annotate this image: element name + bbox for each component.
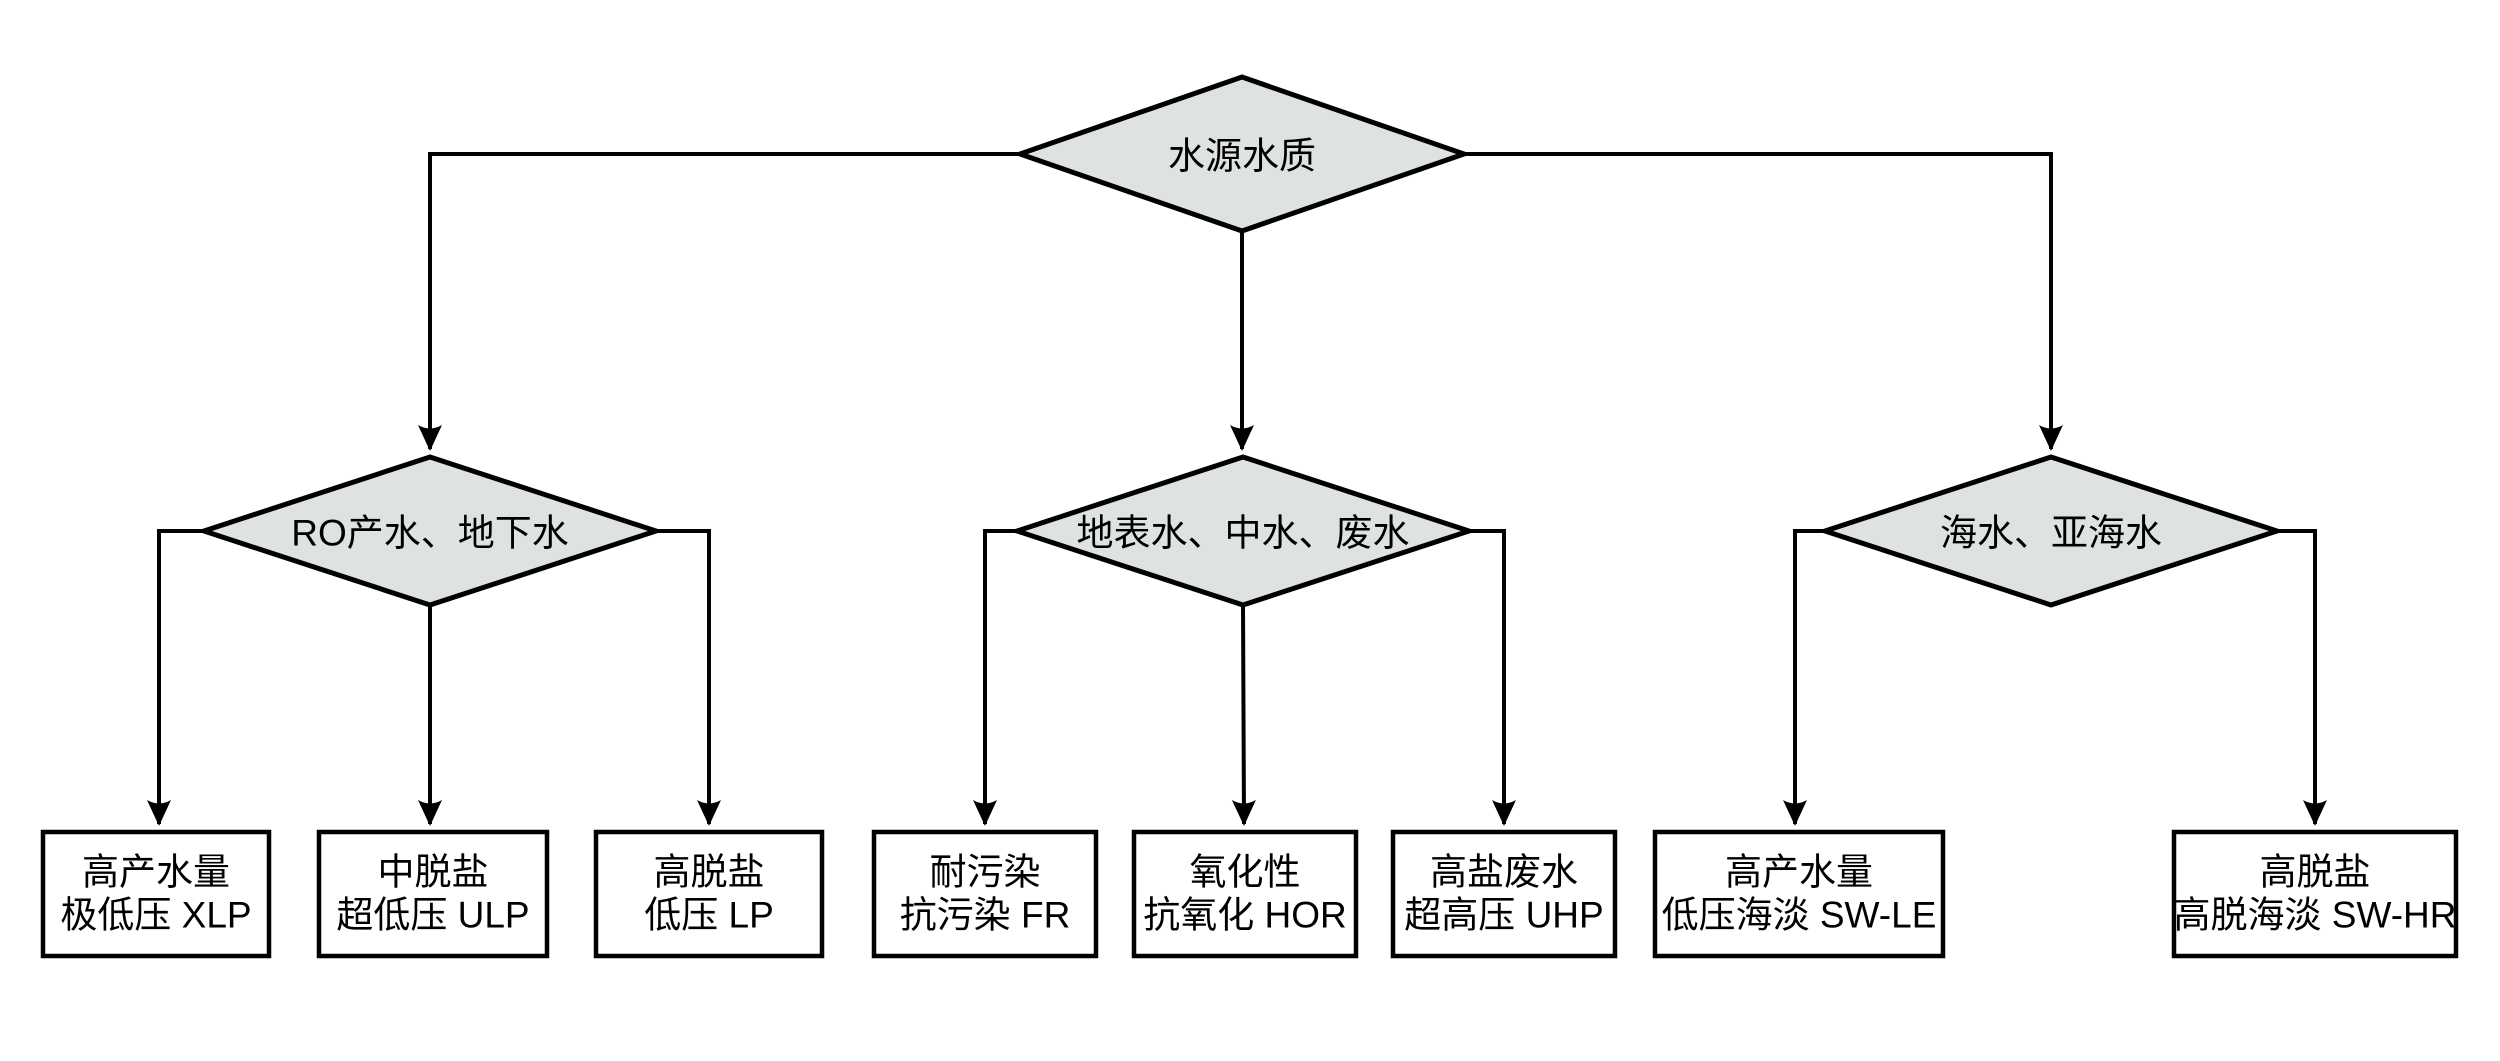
result-box-hor-line1: 氧化性 xyxy=(1190,852,1301,893)
result-box-lp-line2: 低压 LP xyxy=(644,895,774,936)
connector-surface-to-uhp xyxy=(1469,529,1516,826)
result-box-xlp-line2: 极低压 XLP xyxy=(60,895,251,936)
result-box-ulp-line1: 中脱盐 xyxy=(378,852,489,893)
decision-seawater-shape xyxy=(1816,454,2286,608)
result-box-sw-hr: 高脱盐 高脱海淡 SW-HR xyxy=(2171,829,2459,959)
connector-ro-to-xlp xyxy=(147,529,204,826)
result-box-fr-line2: 抗污染 FR xyxy=(900,895,1071,936)
connector-surface-to-hor xyxy=(1231,604,1256,826)
result-box-ulp: 中脱盐 超低压 ULP xyxy=(316,829,550,959)
connector-surface-to-fr xyxy=(973,529,1017,826)
result-box-sw-le: 高产水量 低压海淡 SW-LE xyxy=(1652,829,1946,959)
result-box-hor-shape xyxy=(1131,829,1359,959)
connector-sea-to-sw-hr xyxy=(2277,529,2327,826)
result-box-fr: 耐污染 抗污染 FR xyxy=(871,829,1099,959)
result-box-uhp: 高盐废水 超高压 UHP xyxy=(1390,829,1618,959)
result-box-xlp-shape xyxy=(40,829,272,959)
result-box-uhp-shape xyxy=(1390,829,1618,959)
decision-water-source-shape xyxy=(1012,74,1472,234)
result-box-sw-hr-line2: 高脱海淡 SW-HR xyxy=(2174,895,2457,936)
result-box-sw-hr-shape xyxy=(2171,829,2459,959)
connector-root-to-seawater xyxy=(1464,152,2063,451)
result-box-lp-shape xyxy=(593,829,825,959)
decision-ro-groundwater-shape xyxy=(195,454,665,608)
result-box-lp-line1: 高脱盐 xyxy=(654,852,765,893)
decision-surface-reclaimed-wastewater: 地表水、中水、废水 xyxy=(1008,454,1478,608)
result-box-xlp: 高产水量 极低压 XLP xyxy=(40,829,272,959)
connector-ro-to-lp xyxy=(656,529,721,826)
decision-seawater: 海水、亚海水 xyxy=(1816,454,2286,608)
result-box-hor-line2: 抗氧化 HOR xyxy=(1143,895,1347,936)
result-box-sw-hr-line1: 高脱盐 xyxy=(2260,852,2371,893)
result-box-uhp-line2: 超高压 UHP xyxy=(1404,895,1603,936)
connector-sea-to-sw-le xyxy=(1783,529,1825,826)
decision-water-source-label: 水源水质 xyxy=(1168,136,1316,177)
result-box-lp: 高脱盐 低压 LP xyxy=(593,829,825,959)
result-box-ulp-shape xyxy=(316,829,550,959)
result-box-sw-le-shape xyxy=(1652,829,1946,959)
result-box-sw-le-line2: 低压海淡 SW-LE xyxy=(1662,895,1937,936)
connector-root-to-ro-groundwater xyxy=(418,152,1020,451)
result-box-fr-line1: 耐污染 xyxy=(930,852,1041,893)
result-box-sw-le-line1: 高产水量 xyxy=(1725,852,1873,893)
decision-surface-reclaimed-wastewater-shape xyxy=(1008,454,1478,608)
decision-surface-reclaimed-wastewater-label: 地表水、中水、废水 xyxy=(1077,513,1410,554)
decision-water-source: 水源水质 xyxy=(1012,74,1472,234)
result-box-xlp-line1: 高产水量 xyxy=(82,852,230,893)
result-box-fr-shape xyxy=(871,829,1099,959)
decision-seawater-label: 海水、亚海水 xyxy=(1940,513,2162,554)
decision-ro-groundwater-label: RO产水、地下水 xyxy=(291,513,569,554)
result-box-hor: 氧化性 抗氧化 HOR xyxy=(1131,829,1359,959)
result-box-ulp-line2: 超低压 ULP xyxy=(336,895,529,936)
result-box-uhp-line1: 高盐废水 xyxy=(1430,852,1578,893)
decision-ro-groundwater: RO产水、地下水 xyxy=(195,454,665,608)
